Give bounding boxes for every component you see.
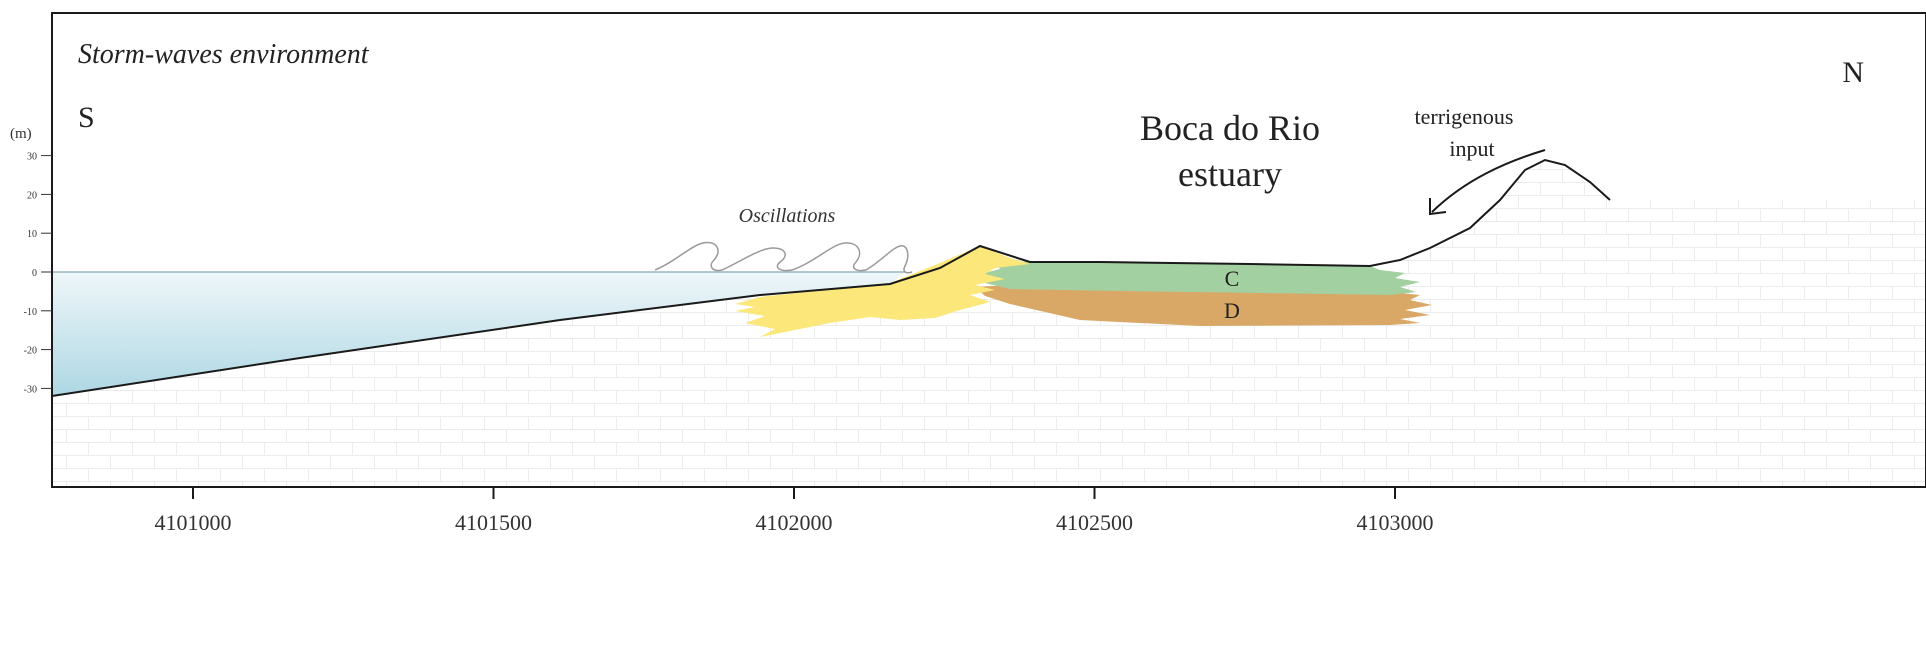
diagram-frame — [51, 12, 1926, 488]
oscillation-waves — [654, 241, 913, 274]
y-axis-unit-label: (m) — [10, 126, 32, 142]
x-tick-label: 4102000 — [756, 510, 833, 535]
terrigenous-label-line2: input — [1449, 136, 1494, 161]
diagram-title: Storm-waves environment — [78, 39, 370, 70]
unit-d-body — [975, 285, 1432, 326]
terrigenous-input-arrow — [1431, 149, 1546, 213]
x-tick-label: 4101500 — [455, 510, 532, 535]
unit-c-body — [980, 261, 1420, 295]
unit-d-label: D — [1224, 298, 1240, 323]
estuary-label-line2: estuary — [1178, 154, 1282, 194]
y-tick-label: 0 — [32, 268, 37, 279]
y-tick-label: 30 — [27, 152, 37, 163]
x-tick-label: 4102500 — [1056, 510, 1133, 535]
x-tick-label: 4101000 — [155, 510, 232, 535]
y-tick-label: 20 — [27, 190, 37, 201]
orientation-north-label: N — [1842, 56, 1864, 89]
orientation-south-label: S — [78, 101, 95, 134]
x-axis: 4101000 4101500 4102000 4102500 4103000 — [155, 487, 1434, 535]
terrigenous-label-line1: terrigenous — [1415, 104, 1514, 129]
y-tick-label: 10 — [27, 229, 37, 240]
arrow-head-icon — [1429, 198, 1447, 216]
y-tick-label: -20 — [24, 346, 37, 357]
topographic-profile-line — [52, 158, 1611, 397]
unit-c-label: C — [1225, 266, 1240, 291]
x-tick-label: 4103000 — [1357, 510, 1434, 535]
y-axis: 30 20 10 0 -10 -20 -30 — [24, 152, 52, 395]
barrier-sand-body — [735, 246, 1030, 337]
bedrock-area — [52, 160, 1926, 487]
y-tick-label: -30 — [24, 384, 37, 395]
estuary-label-line1: Boca do Rio — [1140, 108, 1320, 148]
oscillations-label: Oscillations — [739, 205, 836, 227]
y-tick-label: -10 — [24, 307, 37, 318]
